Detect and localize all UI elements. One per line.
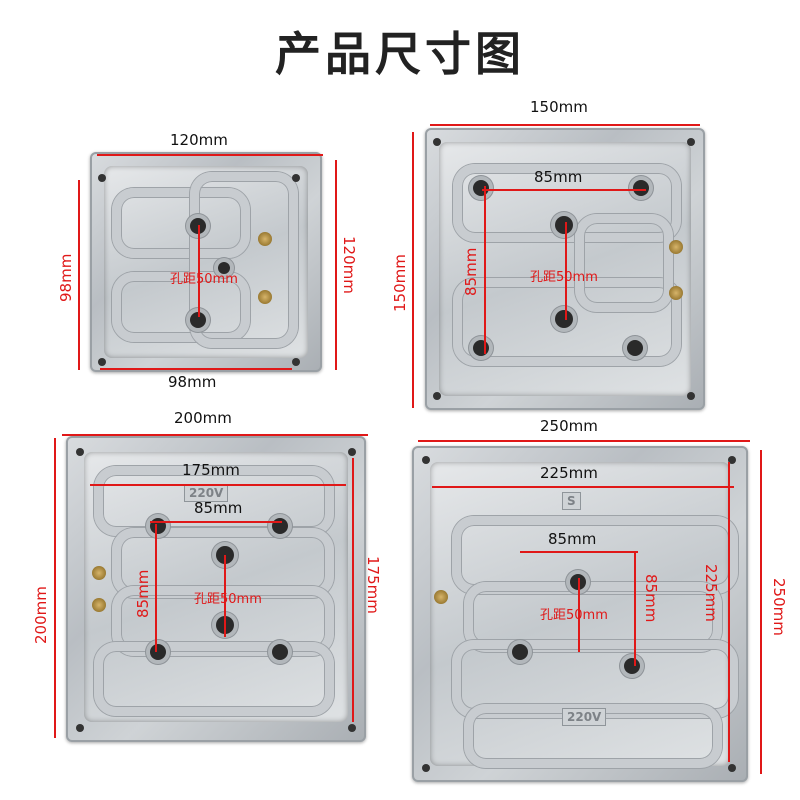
terminal-screw xyxy=(258,290,272,304)
mount-hole xyxy=(473,340,489,356)
dimension-label: 150mm xyxy=(391,254,409,312)
dimension-label: 120mm xyxy=(170,131,228,149)
dimension-line xyxy=(78,180,80,370)
dimension-line xyxy=(728,462,730,762)
mount-hole xyxy=(555,310,573,328)
dimension-label: 150mm xyxy=(530,98,588,116)
hole-spacing-label: 孔距50mm xyxy=(170,272,238,287)
corner-hole xyxy=(98,174,106,182)
dimension-label: 85mm xyxy=(462,247,480,296)
corner-hole xyxy=(687,392,695,400)
dimension-line xyxy=(150,521,282,523)
dimension-line xyxy=(520,551,638,553)
mount-hole xyxy=(218,262,230,274)
dimension-line xyxy=(412,132,414,408)
dimension-line xyxy=(155,524,157,652)
corner-hole xyxy=(422,764,430,772)
plate-body xyxy=(90,152,322,372)
dimension-line xyxy=(565,222,567,320)
dimension-label: 250mm xyxy=(540,417,598,435)
mount-hole xyxy=(555,216,573,234)
corner-hole xyxy=(292,174,300,182)
plate-body: 220V xyxy=(66,436,366,742)
terminal-screw xyxy=(92,598,106,612)
dimension-label: 85mm xyxy=(548,530,597,548)
terminal-screw xyxy=(669,240,683,254)
dimension-line xyxy=(418,440,750,442)
voltage-stamp: 220V xyxy=(184,484,229,502)
mount-hole xyxy=(150,644,166,660)
dimension-line xyxy=(634,552,636,666)
heating-tube xyxy=(575,214,673,312)
terminal-screw xyxy=(434,590,448,604)
dimension-line xyxy=(482,189,646,191)
corner-hole xyxy=(292,358,300,366)
corner-hole xyxy=(433,392,441,400)
mount-hole xyxy=(512,644,528,660)
corner-hole xyxy=(687,138,695,146)
heating-tube xyxy=(112,188,250,258)
dimension-label: 85mm xyxy=(134,569,152,618)
dimension-line xyxy=(198,225,200,317)
heating-tube xyxy=(112,272,250,342)
dimension-line xyxy=(484,186,486,354)
dimension-line xyxy=(100,368,292,370)
dimension-line xyxy=(430,124,700,126)
corner-hole xyxy=(348,724,356,732)
hole-spacing-label: 孔距50mm xyxy=(194,592,262,607)
dimension-label: 200mm xyxy=(174,409,232,427)
plate-body xyxy=(425,128,705,410)
dimension-line xyxy=(432,486,734,488)
heating-tube xyxy=(453,164,681,242)
dimension-line xyxy=(578,578,580,652)
mount-hole xyxy=(627,340,643,356)
heating-tube xyxy=(453,278,681,366)
dimension-line xyxy=(335,160,337,370)
terminal-screw xyxy=(258,232,272,246)
heating-tube xyxy=(190,172,298,348)
dimension-line xyxy=(62,434,368,436)
dimension-line xyxy=(760,450,762,774)
dimension-label: 175mm xyxy=(364,556,382,614)
corner-hole xyxy=(433,138,441,146)
dimension-label: 120mm xyxy=(340,236,358,294)
mount-hole xyxy=(473,180,489,196)
mount-hole xyxy=(624,658,640,674)
dimension-line xyxy=(352,458,354,722)
heating-tube xyxy=(112,586,334,656)
terminal-screw xyxy=(669,286,683,300)
hole-spacing-label: 孔距50mm xyxy=(540,608,608,623)
corner-hole xyxy=(728,764,736,772)
corner-hole xyxy=(728,456,736,464)
dimension-label: 85mm xyxy=(194,499,243,517)
dimension-label: 175mm xyxy=(182,461,240,479)
dimension-label: 225mm xyxy=(540,464,598,482)
dimension-line xyxy=(97,154,323,156)
dimension-label: 98mm xyxy=(57,253,75,302)
dimension-line xyxy=(224,555,226,637)
dimension-label: 225mm xyxy=(702,564,720,622)
dimension-label: 98mm xyxy=(168,373,217,391)
dimension-line xyxy=(54,438,56,738)
corner-hole xyxy=(348,448,356,456)
page-title: 产品尺寸图 xyxy=(275,27,525,81)
mount-hole xyxy=(272,644,288,660)
dimension-label: 85mm xyxy=(642,574,660,623)
dimension-label: 250mm xyxy=(770,578,788,636)
mount-hole xyxy=(633,180,649,196)
brand-stamp: S xyxy=(562,492,581,510)
dimension-label: 85mm xyxy=(534,168,583,186)
dimension-label: 200mm xyxy=(32,586,50,644)
corner-hole xyxy=(98,358,106,366)
voltage-stamp: 220V xyxy=(562,708,607,726)
hole-spacing-label: 孔距50mm xyxy=(530,270,598,285)
dimension-line xyxy=(90,484,346,486)
mount-hole xyxy=(190,312,206,328)
corner-hole xyxy=(76,448,84,456)
heating-tube xyxy=(94,642,334,716)
terminal-screw xyxy=(92,566,106,580)
plate-body: S 220V xyxy=(412,446,748,782)
corner-hole xyxy=(76,724,84,732)
corner-hole xyxy=(422,456,430,464)
